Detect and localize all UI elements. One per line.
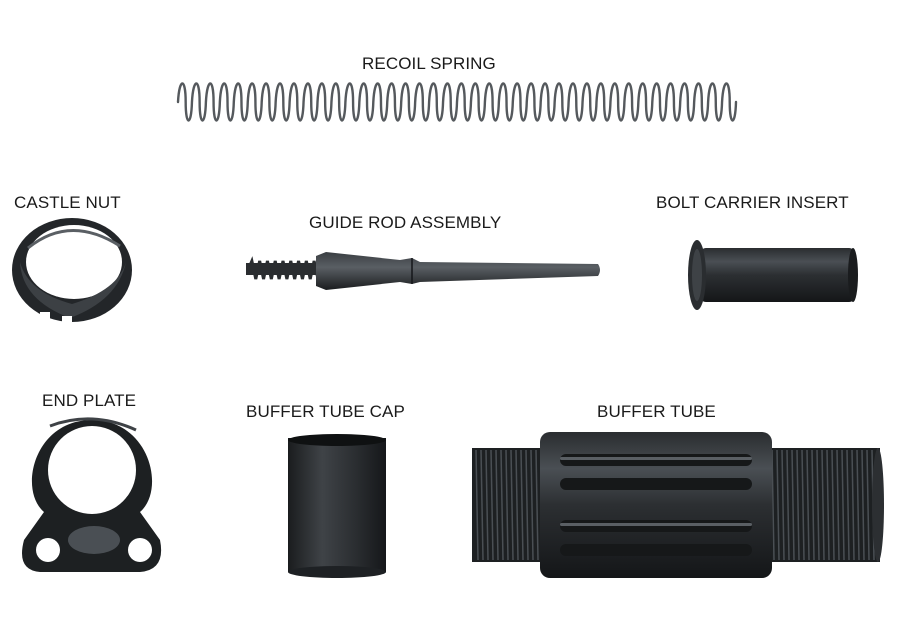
thread-line bbox=[831, 449, 835, 561]
recoil-spring-label: RECOIL SPRING bbox=[362, 54, 496, 73]
thread-line bbox=[851, 449, 855, 561]
thread-line bbox=[776, 449, 780, 561]
thread-line bbox=[515, 449, 519, 561]
thread-line bbox=[535, 449, 539, 561]
guide-rod-assembly bbox=[246, 252, 600, 290]
thread-line bbox=[866, 449, 870, 561]
thread-line bbox=[500, 449, 504, 561]
thread-line bbox=[846, 449, 850, 561]
thread-line bbox=[485, 449, 489, 561]
thread-line bbox=[811, 449, 815, 561]
thread-line bbox=[505, 449, 509, 561]
thread-line bbox=[510, 449, 514, 561]
thread-line bbox=[771, 449, 775, 561]
thread-line bbox=[826, 449, 830, 561]
thread-line bbox=[786, 449, 790, 561]
end-plate bbox=[22, 417, 162, 572]
thread-line bbox=[490, 449, 494, 561]
thread-line bbox=[475, 449, 479, 561]
thread-line bbox=[856, 449, 860, 561]
castle-nut-label: CASTLE NUT bbox=[14, 193, 121, 212]
thread-line bbox=[796, 449, 800, 561]
thread-line bbox=[841, 449, 845, 561]
buffer-tube bbox=[472, 432, 884, 578]
thread-line bbox=[861, 449, 865, 561]
thread-line bbox=[791, 449, 795, 561]
thread-line bbox=[520, 449, 524, 561]
thread-line bbox=[530, 449, 534, 561]
thread-line bbox=[801, 449, 805, 561]
recoil-spring bbox=[176, 82, 738, 122]
thread-line bbox=[525, 449, 529, 561]
bolt-carrier-insert-label: BOLT CARRIER INSERT bbox=[656, 193, 849, 212]
bolt-carrier-insert bbox=[688, 240, 858, 310]
guide-rod-assembly-label: GUIDE ROD ASSEMBLY bbox=[309, 213, 502, 232]
thread-line bbox=[816, 449, 820, 561]
thread-line bbox=[781, 449, 785, 561]
thread-line bbox=[480, 449, 484, 561]
buffer-tube-label: BUFFER TUBE bbox=[597, 402, 716, 421]
castle-nut bbox=[12, 218, 132, 322]
thread-line bbox=[836, 449, 840, 561]
buffer-tube-cap bbox=[288, 434, 386, 578]
buffer-tube-cap-label: BUFFER TUBE CAP bbox=[246, 402, 405, 421]
thread-line bbox=[495, 449, 499, 561]
thread-line bbox=[806, 449, 810, 561]
thread-line bbox=[821, 449, 825, 561]
end-plate-label: END PLATE bbox=[42, 391, 137, 410]
